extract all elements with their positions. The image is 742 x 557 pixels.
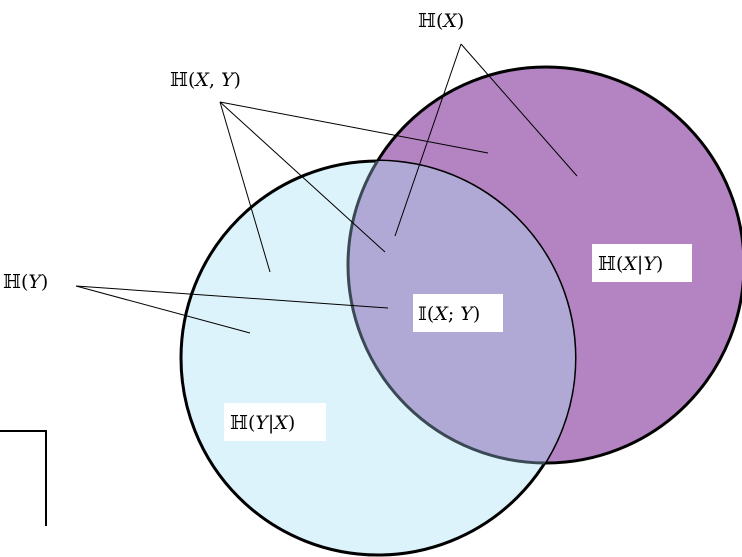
h-y-leaders xyxy=(75,285,389,334)
h-x-given-y-label-bg xyxy=(592,244,692,282)
h-xy-label: ℍ(X, Y) xyxy=(170,69,241,91)
mutual-info-label: 𝕀(X; Y) xyxy=(418,303,480,325)
frame-edge xyxy=(0,430,47,526)
h-x-label: ℍ(X) xyxy=(418,10,464,32)
h-x-leaders xyxy=(394,43,578,237)
h-y-label: ℍ(Y) xyxy=(3,271,48,293)
h-y-given-x-label-bg xyxy=(224,403,326,441)
h-y-given-x-label: ℍ(Y|X) xyxy=(230,412,295,434)
mutual-info-label-bg xyxy=(413,294,503,332)
h-xy-leaders xyxy=(219,101,489,273)
h-x-given-y-label: ℍ(X|Y) xyxy=(598,253,663,275)
